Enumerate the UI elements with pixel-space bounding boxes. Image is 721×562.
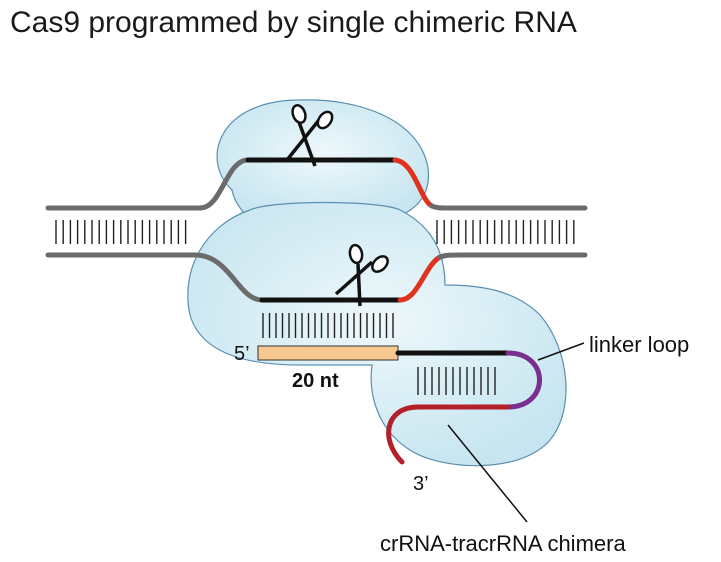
dna-top-strand-right <box>429 203 588 211</box>
guide-20nt-box <box>257 345 399 361</box>
base-pairs-guide-target <box>262 313 394 338</box>
base-pairs-repeat-antirepeat <box>417 367 496 395</box>
chimera-leader-line <box>447 424 528 523</box>
guide-rna <box>257 345 542 465</box>
scissors-icon-bottom <box>334 243 389 307</box>
dna-top-strand-left <box>45 157 251 211</box>
scissors-icon-top <box>285 104 334 167</box>
guide-length-label: 20 nt <box>292 370 339 392</box>
diagram-title: Cas9 programmed by single chimeric RNA <box>10 6 577 39</box>
protein-body <box>187 201 567 467</box>
linker-loop <box>505 350 542 410</box>
tracrrna <box>386 404 511 465</box>
cas9-protein <box>187 99 567 467</box>
dna-bottom-strand-right <box>437 252 588 260</box>
base-pair-ticks <box>55 220 575 395</box>
dna-bottom-strand-left <box>45 252 265 303</box>
base-pairs-right <box>436 220 575 244</box>
chimera-label: crRNA-tracrRNA chimera <box>380 531 626 556</box>
five-prime-label: 5’ <box>234 343 250 365</box>
base-pairs-left <box>55 220 187 244</box>
dna-top-strand-pam <box>392 157 435 209</box>
three-prime-label: 3’ <box>413 473 429 495</box>
linker-loop-label: linker loop <box>589 332 689 357</box>
dna-bottom-strand-pam <box>397 254 443 303</box>
linker-leader-line <box>537 342 585 361</box>
dna-duplex <box>45 157 588 303</box>
